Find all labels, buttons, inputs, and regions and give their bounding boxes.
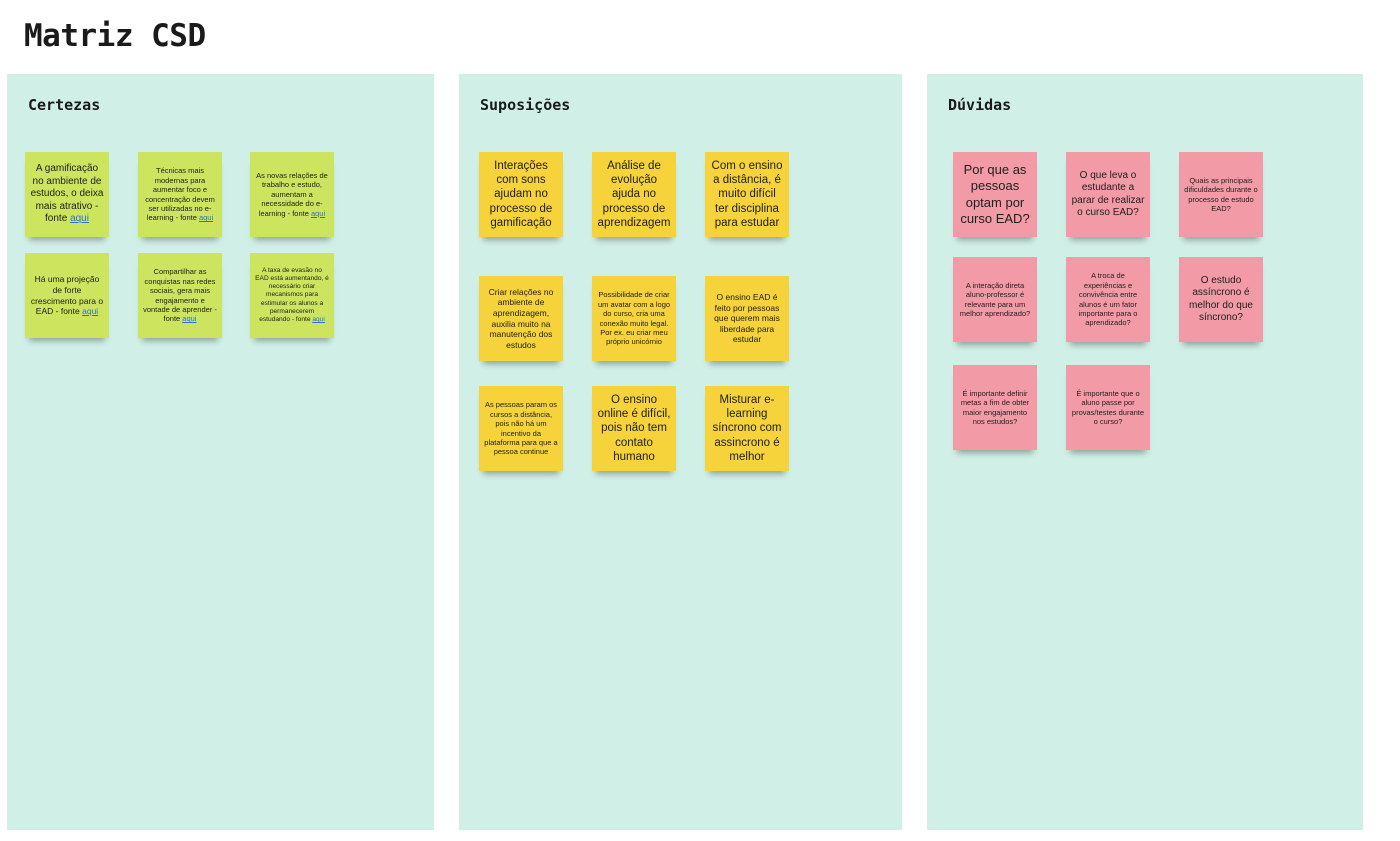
note-text: A interação direta aluno-professor é rel…	[959, 280, 1031, 318]
source-link[interactable]: aqui	[82, 306, 99, 317]
source-link[interactable]: aqui	[70, 213, 89, 225]
sticky-note-certezas-5[interactable]: Compartilhar as conquistas nas redes soc…	[138, 253, 222, 338]
sticky-note-duvidas-5[interactable]: A troca de experiências e convivência en…	[1066, 257, 1150, 342]
note-text: Compartilhar as conquistas nas redes soc…	[143, 267, 217, 324]
source-link[interactable]: aqui	[198, 213, 214, 223]
note-text: O ensino EAD é feito por pessoas que que…	[714, 291, 780, 345]
note-text: Com o ensino a distância, é muito difíci…	[711, 159, 783, 230]
note-text: Quais as principais dificuldades durante…	[1184, 175, 1258, 213]
note-text: É importante que o aluno passe por prova…	[1071, 388, 1145, 426]
sticky-note-duvidas-1[interactable]: Por que as pessoas optam por curso EAD?	[953, 152, 1037, 237]
sticky-note-suposicoes-1[interactable]: Interações com sons ajudam no processo d…	[479, 152, 563, 237]
sticky-note-certezas-2[interactable]: Técnicas mais modernas para aumentar foc…	[138, 152, 222, 237]
note-text: A taxa de evasão no EAD está aumentando,…	[255, 266, 329, 324]
sticky-note-suposicoes-3[interactable]: Com o ensino a distância, é muito difíci…	[705, 152, 789, 237]
source-link[interactable]: aqui	[310, 208, 326, 218]
note-text: Misturar e-learning síncrono com assincr…	[712, 393, 782, 464]
sticky-note-duvidas-8[interactable]: É importante que o aluno passe por prova…	[1066, 365, 1150, 450]
sticky-note-suposicoes-9[interactable]: Misturar e-learning síncrono com assincr…	[705, 386, 789, 471]
note-text: Possibilidade de criar um avatar com a l…	[597, 290, 671, 347]
sticky-note-duvidas-3[interactable]: Quais as principais dificuldades durante…	[1179, 152, 1263, 237]
board-title: Matriz CSD	[24, 18, 206, 54]
note-text: Criar relações no ambiente de aprendizag…	[488, 286, 554, 350]
sticky-note-suposicoes-4[interactable]: Criar relações no ambiente de aprendizag…	[479, 276, 563, 361]
note-text: As pessoas param os cursos a distância, …	[484, 400, 558, 457]
note-text: Técnicas mais modernas para aumentar foc…	[145, 166, 215, 223]
note-text: O ensino online é difícil, pois não tem …	[597, 393, 671, 464]
sticky-note-duvidas-7[interactable]: É importante definir metas a fim de obte…	[953, 365, 1037, 450]
column-duvidas[interactable]: Dúvidas Por que as pessoas optam por cur…	[927, 74, 1363, 830]
sticky-note-certezas-3[interactable]: As novas relações de trabalho e estudo, …	[250, 152, 334, 237]
note-text: A troca de experiências e convivência en…	[1078, 271, 1138, 328]
sticky-note-suposicoes-2[interactable]: Análise de evolução ajuda no processo de…	[592, 152, 676, 237]
column-suposicoes[interactable]: Suposições Interações com sons ajudam no…	[459, 74, 902, 830]
sticky-note-duvidas-2[interactable]: O que leva o estudante a parar de realiz…	[1066, 152, 1150, 237]
sticky-note-suposicoes-6[interactable]: O ensino EAD é feito por pessoas que que…	[705, 276, 789, 361]
note-text: Análise de evolução ajuda no processo de…	[597, 159, 671, 230]
note-text: O estudo assíncrono é melhor do que sínc…	[1189, 274, 1253, 324]
sticky-note-suposicoes-5[interactable]: Possibilidade de criar um avatar com a l…	[592, 276, 676, 361]
note-text: Há uma projeção de forte crescimento par…	[30, 274, 104, 317]
sticky-note-certezas-1[interactable]: A gamificação no ambiente de estudos, o …	[25, 152, 109, 237]
sticky-note-certezas-4[interactable]: Há uma projeção de forte crescimento par…	[25, 253, 109, 338]
sticky-note-suposicoes-8[interactable]: O ensino online é difícil, pois não tem …	[592, 386, 676, 471]
source-link[interactable]: aqui	[312, 316, 325, 324]
note-text: Interações com sons ajudam no processo d…	[489, 159, 553, 230]
note-text: A gamificação no ambiente de estudos, o …	[30, 163, 104, 225]
note-text: As novas relações de trabalho e estudo, …	[256, 171, 328, 218]
column-certezas[interactable]: Certezas A gamificação no ambiente de es…	[7, 74, 434, 830]
note-text: É importante definir metas a fim de obte…	[960, 388, 1030, 426]
sticky-note-duvidas-6[interactable]: O estudo assíncrono é melhor do que sínc…	[1179, 257, 1263, 342]
column-title-certezas: Certezas	[28, 96, 101, 114]
sticky-note-suposicoes-7[interactable]: As pessoas param os cursos a distância, …	[479, 386, 563, 471]
column-title-suposicoes: Suposições	[480, 96, 571, 114]
sticky-note-duvidas-4[interactable]: A interação direta aluno-professor é rel…	[953, 257, 1037, 342]
source-link[interactable]: aqui	[182, 314, 197, 324]
note-text: Por que as pessoas optam por curso EAD?	[960, 162, 1030, 226]
note-text: O que leva o estudante a parar de realiz…	[1071, 169, 1145, 219]
sticky-note-certezas-6[interactable]: A taxa de evasão no EAD está aumentando,…	[250, 253, 334, 338]
column-title-duvidas: Dúvidas	[948, 96, 1012, 114]
